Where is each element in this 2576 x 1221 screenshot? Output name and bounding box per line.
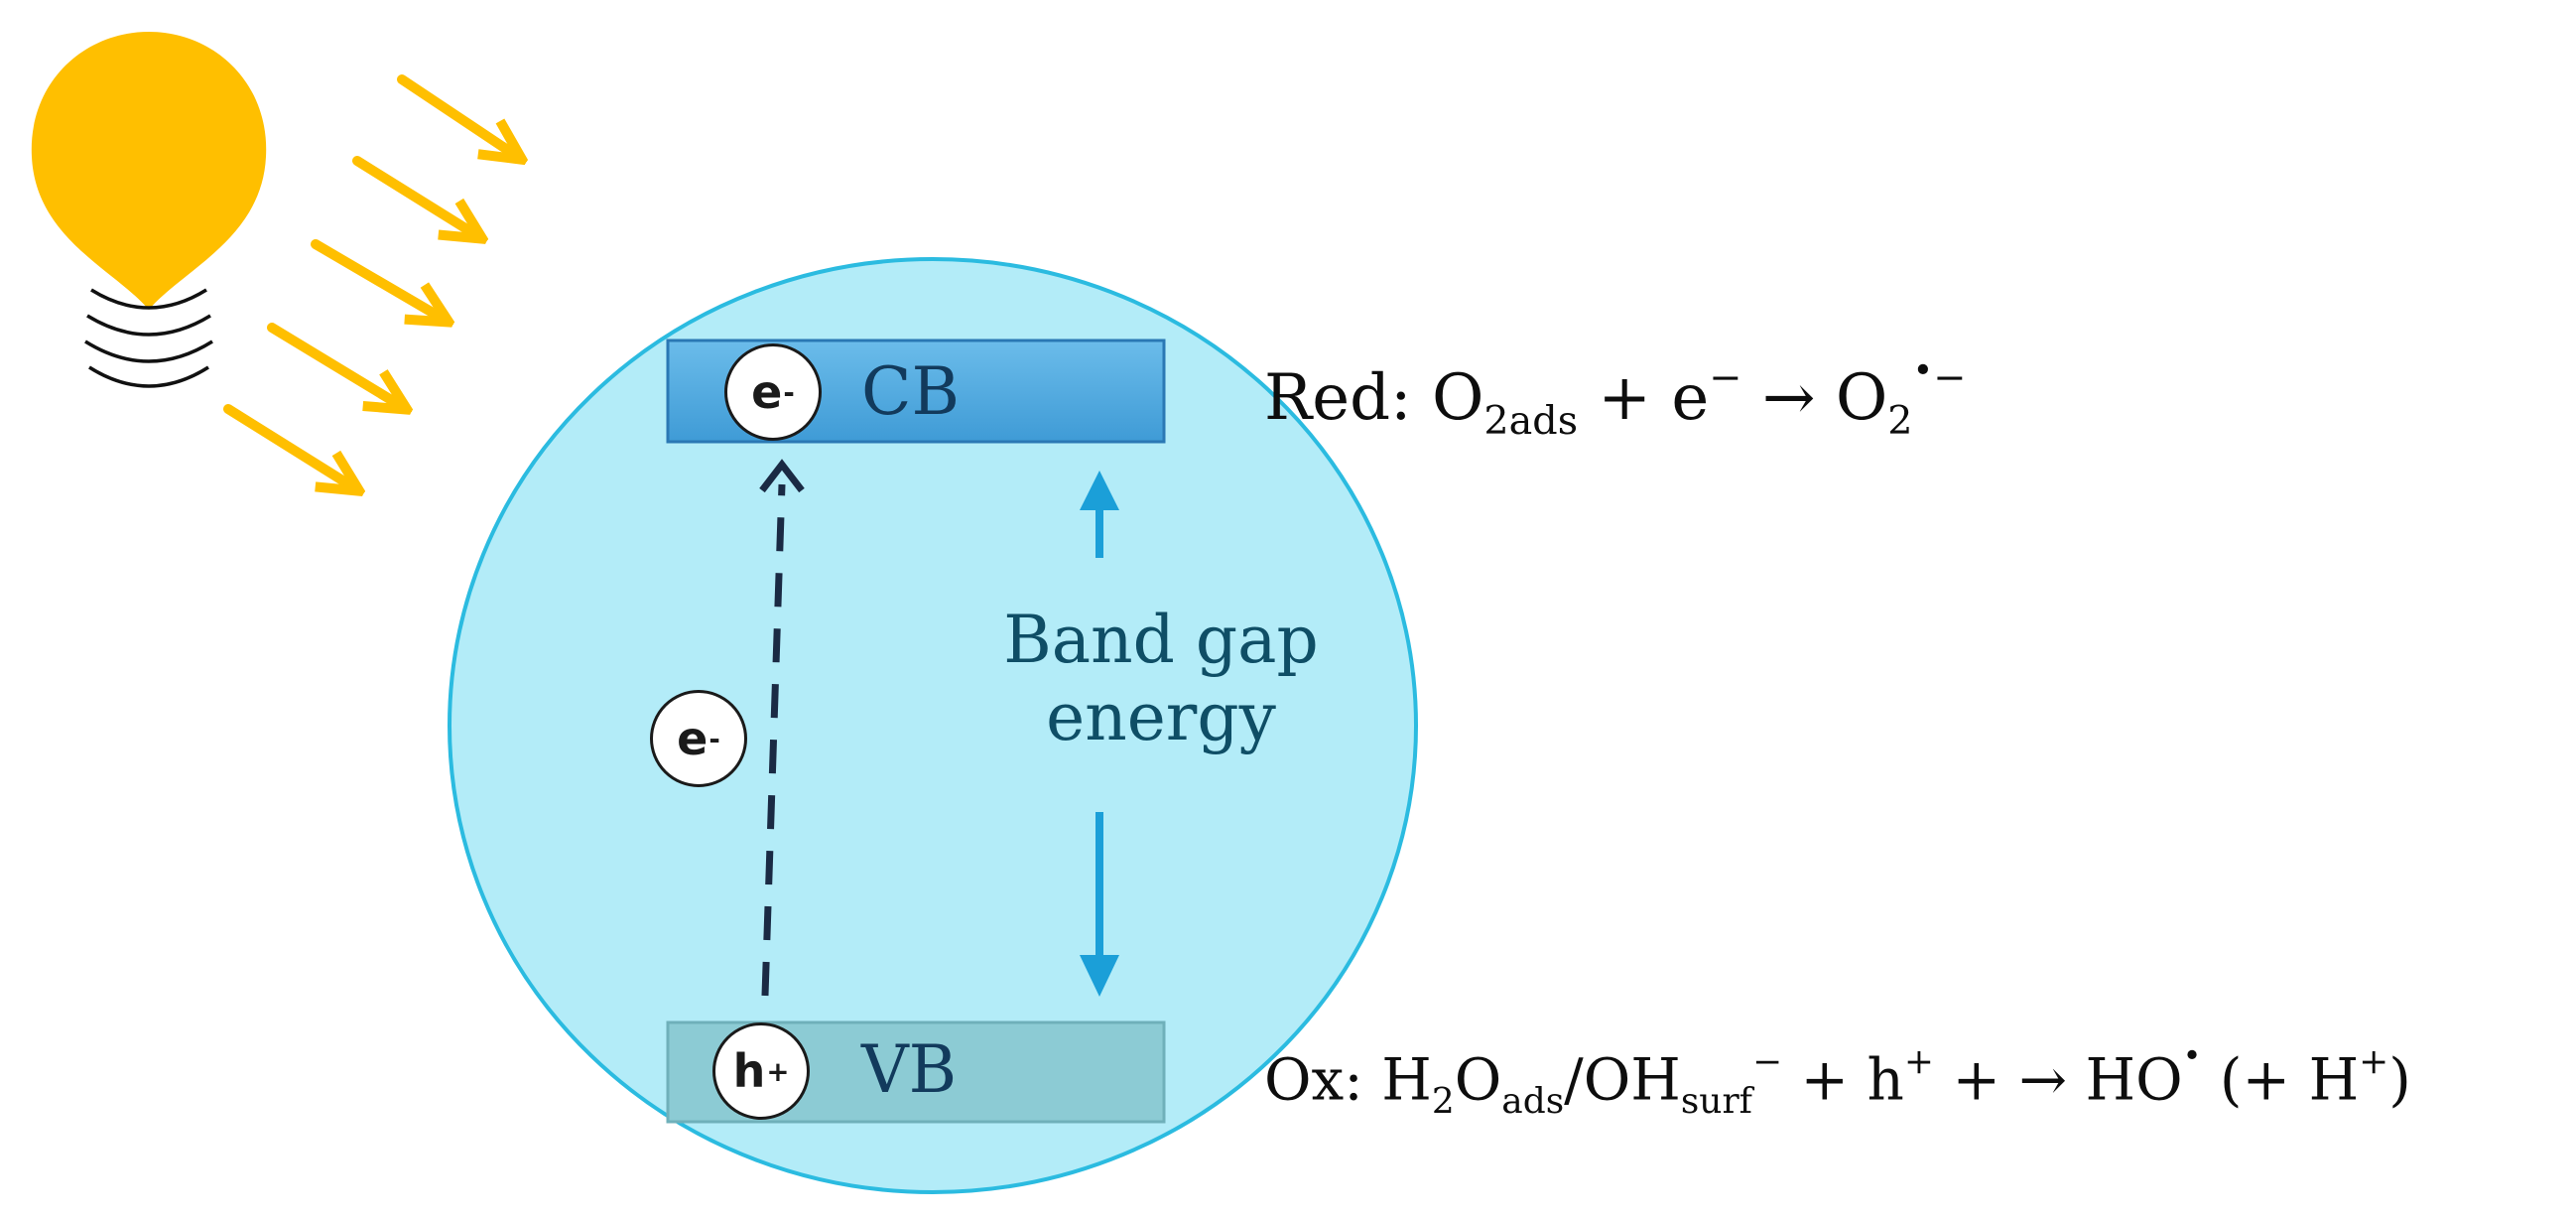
light-rays [223, 74, 518, 488]
light-ray [311, 239, 445, 320]
light-ray [267, 323, 403, 407]
semiconductor-particle [448, 257, 1418, 1194]
hole-charge: + [766, 1054, 790, 1088]
excitation-arrowhead [759, 459, 805, 493]
hole-vb-icon: h+ [712, 1022, 810, 1120]
hole-symbol: h [732, 1044, 766, 1098]
electron-charge: - [708, 722, 720, 755]
vb-label: VB [861, 1031, 958, 1108]
band-gap-line1: Band gap [1003, 602, 1319, 678]
electron-charge: - [783, 375, 795, 409]
light-source-icon [31, 32, 267, 388]
light-ray [352, 156, 478, 236]
reduction-equation: Red: O2ads + e− → O2•− [1264, 350, 1967, 445]
electron-symbol: e [677, 712, 708, 765]
sun-body [31, 32, 267, 310]
electron-cb-icon: e- [724, 343, 822, 441]
excitation-path [761, 483, 786, 997]
gap-arrow-up-head [1080, 471, 1119, 510]
oxidation-equation: Ox: H2Oads/OHsurf− + h+ + → HO• (+ H+) [1264, 1036, 2411, 1123]
cb-label: CB [861, 353, 960, 430]
gap-arrow-down-head [1080, 955, 1119, 997]
electron-symbol: e [751, 365, 783, 419]
band-gap-label: Band gap energy [992, 602, 1330, 756]
light-ray [223, 404, 355, 488]
band-gap-line2: energy [1046, 678, 1276, 755]
light-ray [397, 74, 518, 157]
electron-excited-icon: e- [650, 690, 747, 787]
